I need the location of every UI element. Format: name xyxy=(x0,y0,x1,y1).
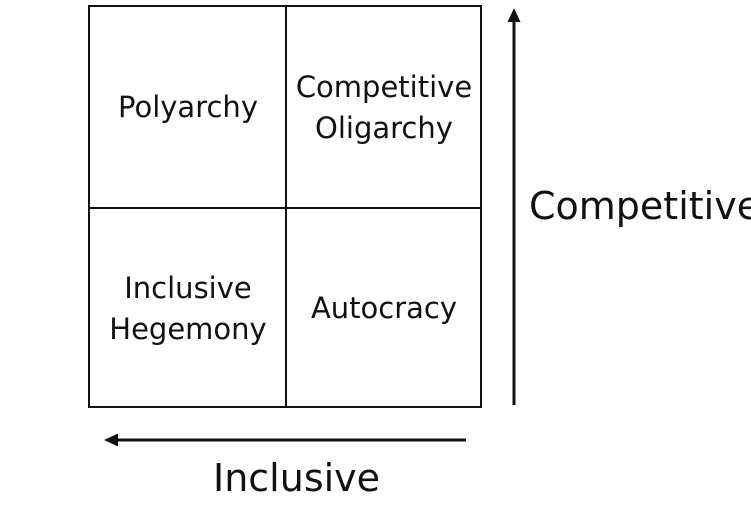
quadrant-label: Polyarchy xyxy=(118,90,258,125)
vertical-axis-label: Competitive xyxy=(529,184,751,228)
quadrant-label-line-1: Inclusive xyxy=(124,270,252,305)
quadrant-label-line-2: Hegemony xyxy=(109,311,267,346)
regime-matrix: Polyarchy Competitive Oligarchy Inclusiv… xyxy=(88,5,482,408)
quadrant-polyarchy: Polyarchy xyxy=(90,7,286,208)
quadrant-competitive-oligarchy: Competitive Oligarchy xyxy=(286,7,482,208)
horizontal-axis-arrow xyxy=(104,433,466,447)
vertical-divider xyxy=(285,7,287,406)
quadrant-label-line-2: Oligarchy xyxy=(315,110,453,145)
quadrant-label-line-1: Competitive xyxy=(295,69,473,104)
horizontal-axis-label: Inclusive xyxy=(213,456,381,500)
horizontal-divider xyxy=(90,207,480,209)
quadrant-inclusive-hegemony: Inclusive Hegemony xyxy=(90,208,286,409)
vertical-axis-arrow xyxy=(507,8,521,405)
quadrant-autocracy: Autocracy xyxy=(286,208,482,409)
quadrant-label: Autocracy xyxy=(310,291,458,326)
